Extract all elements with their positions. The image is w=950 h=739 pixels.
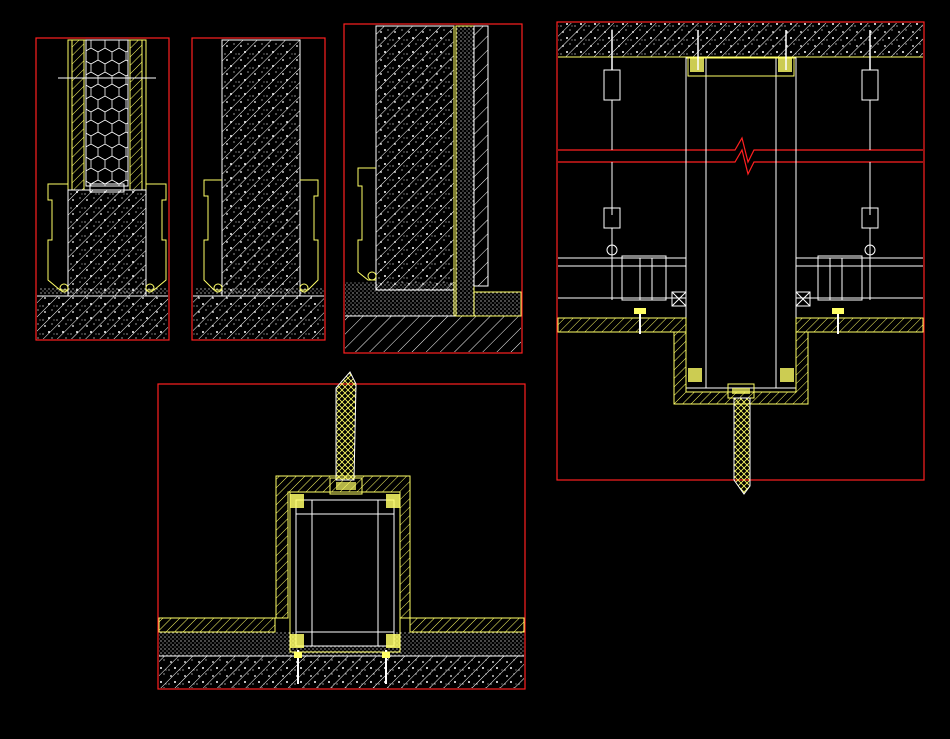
detail-frame <box>191 37 326 341</box>
ceiling-beam-detail <box>556 21 925 495</box>
detail-frame <box>343 23 523 354</box>
floor-pit-detail <box>157 371 526 690</box>
wall-detail-solid <box>191 37 326 341</box>
detail-frame <box>35 37 170 341</box>
wall-detail-honeycomb <box>35 37 170 341</box>
wall-detail-corner <box>343 23 523 354</box>
